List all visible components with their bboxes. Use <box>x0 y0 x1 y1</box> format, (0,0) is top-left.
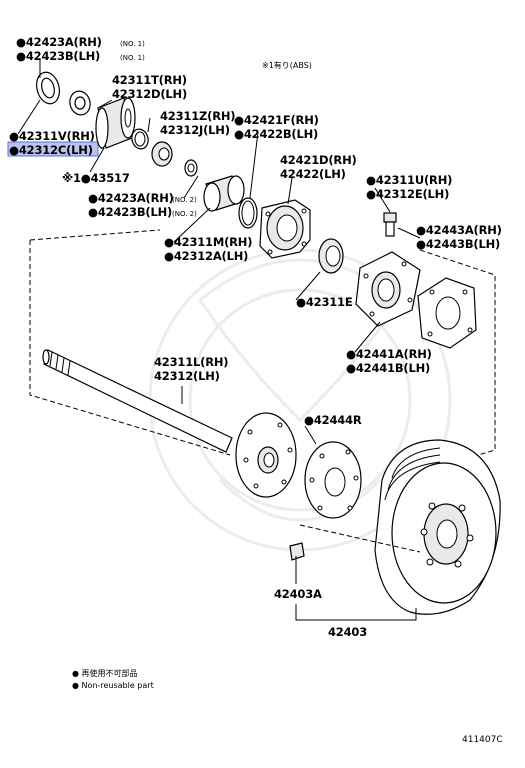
label-42422b[interactable]: ●42422B(LH) <box>234 127 318 141</box>
part-axle-shaft[interactable] <box>42 349 297 498</box>
label-42311l[interactable]: 42311L(RH) <box>154 355 229 369</box>
label-no1-a: (NO. 1) <box>120 40 145 48</box>
label-42311v[interactable]: ●42311V(RH) <box>9 129 95 143</box>
label-42311e[interactable]: ●42311E <box>296 295 353 309</box>
label-42421d[interactable]: 42421D(RH) <box>280 153 357 167</box>
label-42312e[interactable]: ●42312E(LH) <box>366 187 449 201</box>
label-42311t[interactable]: 42311T(RH) <box>112 73 187 87</box>
label-42311u[interactable]: ●42311U(RH) <box>366 173 452 187</box>
label-42312j[interactable]: 42312J(LH) <box>160 123 230 137</box>
part-brake-drum[interactable] <box>374 439 501 615</box>
part-gasket[interactable] <box>417 277 477 349</box>
part-labels: ※1有り(ABS) ●42423A(RH) (NO. 1) ●42423B(LH… <box>9 35 502 639</box>
label-42312[interactable]: 42312(LH) <box>154 369 220 383</box>
label-42422[interactable]: 42422(LH) <box>280 167 346 181</box>
part-oil-seal-no1[interactable] <box>33 70 63 107</box>
label-no2-b: (NO. 2) <box>172 210 197 218</box>
highlight-42312c <box>7 141 99 157</box>
label-42312c[interactable]: ●42312C(LH) <box>9 143 93 157</box>
label-42403a[interactable]: 42403A <box>274 587 322 601</box>
label-42441a[interactable]: ●42441A(RH) <box>346 347 432 361</box>
label-42421f[interactable]: ●42421F(RH) <box>234 113 319 127</box>
legend-jp: ● 再使用不可部品 <box>72 668 138 678</box>
part-bearing-ring[interactable] <box>67 89 93 117</box>
part-small-washer[interactable] <box>184 159 198 177</box>
label-43517[interactable]: ※1●43517 <box>62 171 130 185</box>
label-no1-b: (NO. 1) <box>120 54 145 62</box>
label-42423b-no1[interactable]: ●42423B(LH) <box>16 49 100 63</box>
label-42444r[interactable]: ●42444R <box>304 413 362 427</box>
legend: ● 再使用不可部品 ● Non-reusable part <box>72 668 154 690</box>
label-42441b[interactable]: ●42441B(LH) <box>346 361 430 375</box>
label-42312a[interactable]: ●42312A(LH) <box>164 249 248 263</box>
part-tapered-bearing[interactable] <box>95 97 136 149</box>
part-inner-seal[interactable] <box>318 238 344 274</box>
label-42423b-no2[interactable]: ●42423B(LH) <box>88 205 172 219</box>
part-o-ring[interactable] <box>238 197 258 229</box>
part-bearing-retainer[interactable] <box>259 199 311 259</box>
abs-note: ※1有り(ABS) <box>262 60 312 70</box>
label-42423a-no2[interactable]: ●42423A(RH) <box>88 191 174 205</box>
diagram-code: 411407C <box>462 735 503 745</box>
label-42443a[interactable]: ●42443A(RH) <box>416 223 502 237</box>
assembly-dashed-outline <box>29 229 496 553</box>
label-42311m[interactable]: ●42311M(RH) <box>164 235 252 249</box>
part-hole-plug[interactable] <box>289 542 305 561</box>
label-42423a-no1[interactable]: ●42423A(RH) <box>16 35 102 49</box>
leader-lines <box>17 58 421 621</box>
label-42443b[interactable]: ●42443B(LH) <box>416 237 500 251</box>
part-flange-plate[interactable] <box>355 251 421 327</box>
part-drum-gasket[interactable] <box>304 441 362 519</box>
label-42312d[interactable]: 42312D(LH) <box>112 87 187 101</box>
part-spacer[interactable] <box>151 141 173 167</box>
part-snap-ring[interactable] <box>130 127 151 150</box>
legend-en: ● Non-reusable part <box>72 681 154 690</box>
label-42311z[interactable]: 42311Z(RH) <box>160 109 236 123</box>
part-hub-bolt[interactable] <box>383 212 397 237</box>
label-no2-a: (NO. 2) <box>172 196 197 204</box>
part-bearing-cup[interactable] <box>203 175 245 212</box>
label-42403[interactable]: 42403 <box>328 625 367 639</box>
